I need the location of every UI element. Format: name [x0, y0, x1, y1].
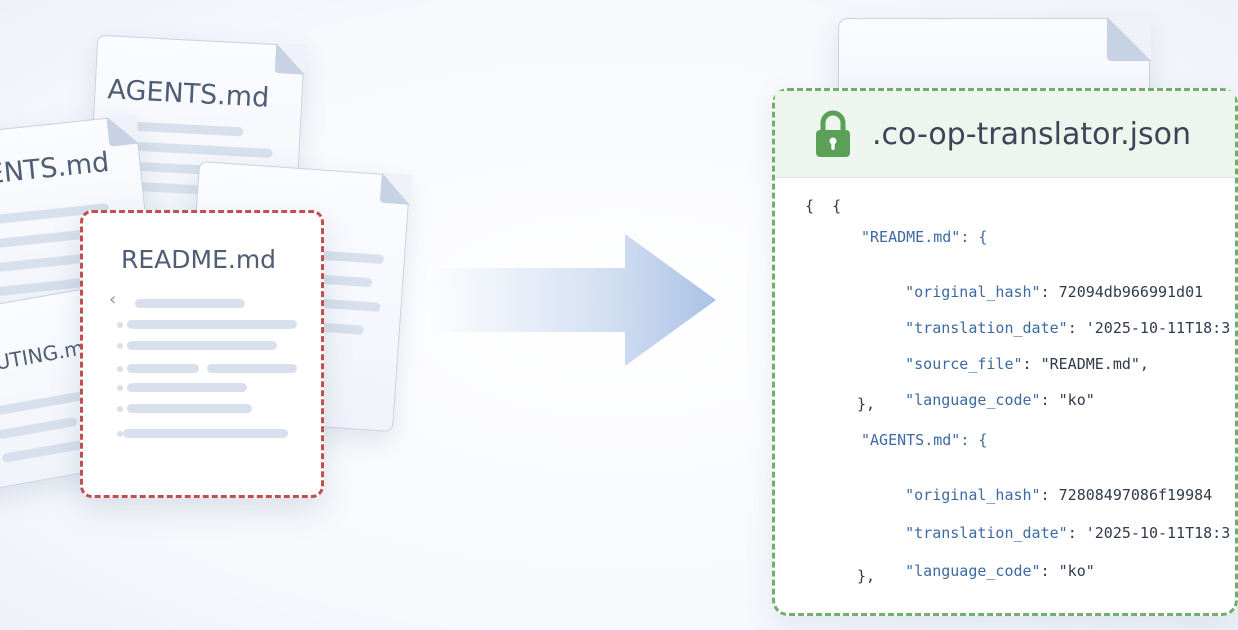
- json-open-braces: { {: [805, 197, 842, 215]
- readme-file[interactable]: README.md ‹: [80, 210, 324, 498]
- chevron-left-icon: ‹: [109, 289, 117, 310]
- json-entry-close: },: [857, 395, 876, 413]
- agents-file-left-label: ENTS.md: [0, 146, 111, 191]
- json-field: "translation_date": '2025-10-11T18:3: [905, 319, 1231, 337]
- translator-json-file[interactable]: .co-op-translator.json { { "README.md": …: [772, 88, 1238, 616]
- json-entry-name: "AGENTS.md": {: [861, 431, 988, 449]
- json-entry-name: "README.md": {: [861, 228, 988, 246]
- json-field: "original_hash": 72808497086f19984: [905, 486, 1213, 504]
- json-field: "source_file": "README.md",: [905, 355, 1149, 373]
- json-file-header: .co-op-translator.json: [775, 91, 1235, 178]
- page-fold-icon: [106, 113, 140, 147]
- json-entry-close: },: [857, 567, 876, 585]
- readme-file-label: README.md: [121, 245, 277, 274]
- json-field: "language_code": "ko": [905, 562, 1095, 580]
- json-field: "translation_date": '2025-10-11T18:3: [905, 524, 1231, 542]
- lock-icon: [816, 110, 850, 157]
- right-arrow-icon: [430, 234, 716, 366]
- page-fold-icon: [379, 172, 412, 205]
- json-field: "language_code": "ko": [905, 391, 1095, 409]
- json-field: "original_hash": 72094db966991d01: [905, 283, 1204, 301]
- agents-file-back-label: AGENTS.md: [106, 74, 270, 114]
- page-fold-icon: [274, 43, 307, 75]
- json-file-title: .co-op-translator.json: [872, 117, 1191, 152]
- page-fold-icon: [1107, 17, 1151, 61]
